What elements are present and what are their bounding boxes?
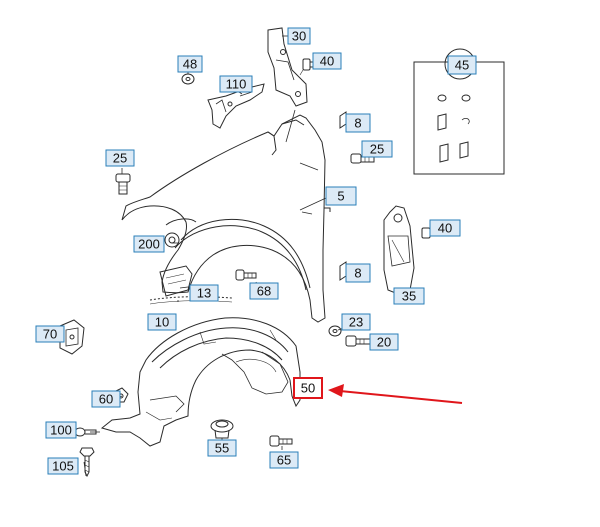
push-clip-part-55: [210, 419, 234, 439]
wheel-arch-liner-part-50: [100, 317, 301, 447]
washer-part-48: [181, 73, 195, 85]
leader-lines: [83, 35, 435, 477]
callout-box: [345, 263, 371, 283]
callout-box: [35, 325, 65, 343]
fender-panel: [121, 114, 331, 323]
callout-68: 68: [249, 282, 279, 300]
callout-number: 60: [99, 392, 113, 407]
callout-box: [133, 235, 165, 253]
callout-box: [177, 55, 203, 73]
callout-25: 25: [361, 140, 393, 158]
bracket-part-30: [267, 27, 308, 143]
callout-box: [447, 55, 477, 75]
callout-number: 55: [215, 441, 229, 456]
callout-number: 200: [138, 237, 160, 252]
callout-30: 30: [287, 27, 311, 45]
callout-box: [369, 333, 399, 351]
callout-35: 35: [393, 287, 425, 305]
callout-55: 55: [207, 439, 237, 457]
callout-10: 10: [147, 313, 177, 331]
callout-number: 8: [354, 116, 361, 131]
bolt-part-65: [269, 435, 293, 447]
callout-number: 40: [438, 221, 452, 236]
grommet-part-200: [164, 232, 180, 248]
callout-number: 48: [183, 57, 197, 72]
screw-part-105: [79, 447, 95, 478]
callout-50: 50: [293, 377, 323, 399]
callout-20: 20: [369, 333, 399, 351]
callout-number: 30: [292, 29, 306, 44]
callout-48: 48: [177, 55, 203, 73]
callout-box: [429, 219, 461, 237]
callout-box: [341, 313, 371, 331]
callout-40: 40: [429, 219, 461, 237]
callout-105: 105: [47, 457, 79, 475]
callout-number: 70: [43, 327, 57, 342]
callout-number: 100: [50, 423, 72, 438]
callout-box: [249, 282, 279, 300]
callout-labels: 30 40 48 110 45 8 25 25 5 40 200 8 13 68 35 10 23 70 20 50 6…: [35, 27, 477, 475]
callout-box: [189, 284, 219, 302]
callout-number: 68: [257, 284, 271, 299]
callout-number: 35: [402, 289, 416, 304]
callout-box: [147, 313, 177, 331]
callout-box: [105, 149, 135, 167]
callout-45: 45: [447, 55, 477, 75]
callout-number: 45: [455, 58, 469, 73]
callout-5: 5: [325, 186, 357, 206]
callout-number: 20: [377, 335, 391, 350]
callout-box: [207, 439, 237, 457]
callout-box: [345, 113, 371, 133]
callout-number: 110: [226, 77, 247, 92]
callout-box: [293, 377, 323, 399]
callout-8: 8: [345, 263, 371, 283]
callout-number: 25: [370, 142, 384, 157]
callout-number: 50: [301, 381, 315, 396]
callout-number: 13: [197, 286, 211, 301]
callout-box: [312, 52, 342, 70]
callout-70: 70: [35, 325, 65, 343]
callout-box: [287, 27, 311, 45]
bolt-part-20: [345, 335, 371, 347]
callout-number: 105: [52, 459, 74, 474]
callout-25: 25: [105, 149, 135, 167]
callout-box: [91, 390, 121, 408]
callout-100: 100: [45, 421, 77, 439]
callout-number: 5: [337, 189, 344, 204]
callout-13: 13: [189, 284, 219, 302]
callout-number: 23: [349, 315, 363, 330]
callout-box: [269, 451, 299, 469]
callout-110: 110: [219, 75, 253, 93]
bracket-part-70: [50, 319, 85, 355]
callout-40: 40: [312, 52, 342, 70]
callout-box: [393, 287, 425, 305]
callout-box: [45, 421, 77, 439]
callout-200: 200: [133, 235, 165, 253]
callout-8: 8: [345, 113, 371, 133]
callout-number: 25: [113, 151, 127, 166]
callout-23: 23: [341, 313, 371, 331]
callout-number: 65: [277, 453, 291, 468]
callout-60: 60: [91, 390, 121, 408]
callout-65: 65: [269, 451, 299, 469]
washer-part-23: [328, 325, 342, 337]
callout-number: 10: [155, 315, 169, 330]
bolt-part-25-left: [115, 173, 131, 195]
callout-number: 8: [354, 266, 361, 281]
callout-box: [47, 457, 79, 475]
callout-box: [325, 186, 357, 206]
cover-part-35: [383, 205, 415, 295]
callout-box: [219, 75, 253, 93]
bolt-part-68: [235, 269, 257, 281]
highlight-arrow: [328, 384, 463, 404]
callout-box: [361, 140, 393, 158]
callout-number: 40: [320, 54, 334, 69]
